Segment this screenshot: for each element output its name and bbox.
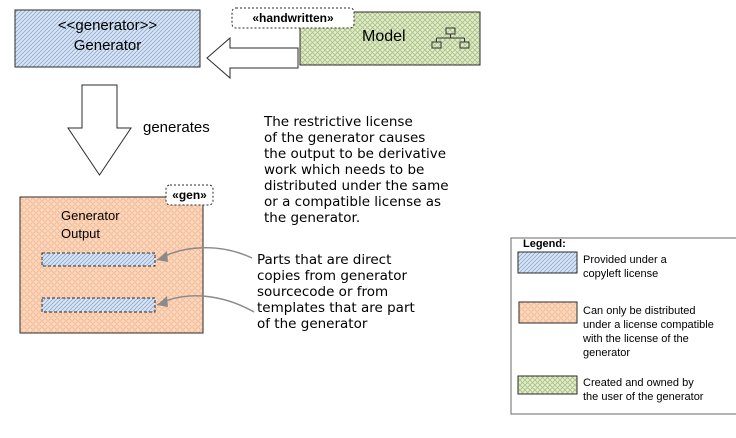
legend-line: copyleft license <box>583 268 659 280</box>
explanation-line: the output to be derivative <box>264 146 447 162</box>
explanation-text: The restrictive license of the generator… <box>264 114 449 226</box>
legend-line: Can only be distributed <box>583 305 696 317</box>
legend-item-user-owned: Created and owned by the user of the gen… <box>583 376 703 404</box>
part-connector-2-head <box>157 296 168 307</box>
gen-tag: «gen» <box>172 188 207 202</box>
parts-note-line: copies from generator <box>257 268 408 284</box>
legend-line: Created and owned by <box>583 377 694 389</box>
copied-part-1 <box>41 252 156 267</box>
legend-swatch-orange <box>518 301 578 324</box>
output-title-line: Output <box>61 226 101 241</box>
handwritten-tag: «handwritten» <box>252 11 334 25</box>
legend-item-copyleft: Provided under a copyleft license <box>583 253 667 281</box>
model-label: Model <box>362 28 406 45</box>
legend-line: with the license of the <box>583 333 689 345</box>
model-to-generator-arrow <box>206 36 299 80</box>
generator-box <box>14 9 201 68</box>
gen-tag-box <box>165 184 214 206</box>
explanation-line: or a compatible license as <box>264 194 442 210</box>
legend-item-compatible: Can only be distributed under a license … <box>583 304 714 360</box>
parts-note-line: of the generator <box>257 316 368 332</box>
legend-line: Provided under a <box>583 254 667 266</box>
explanation-line: the generator. <box>264 210 361 226</box>
output-title-line: Generator <box>61 208 120 223</box>
legend-swatch-green <box>517 375 578 395</box>
explanation-line: work which needs to be <box>264 162 425 178</box>
output-title: Generator Output <box>61 207 120 243</box>
generator-stereotype: <<generator>> <box>57 17 158 34</box>
legend-swatch-blue <box>517 251 578 274</box>
parts-note-line: templates that are part <box>257 300 415 316</box>
handwritten-tag-box <box>231 7 355 29</box>
part-connector-1-head <box>157 251 168 262</box>
legend-line: generator <box>583 347 631 359</box>
parts-note-line: sourcecode or from <box>257 284 389 300</box>
legend-line: under a license compatible <box>583 319 714 331</box>
generates-label: generates <box>143 119 210 136</box>
legend-line: the user of the generator <box>583 391 704 403</box>
parts-note-line: Parts that are direct <box>257 252 392 268</box>
explanation-line: of the generator causes <box>264 130 426 146</box>
diagram-structure-icon <box>431 27 470 49</box>
explanation-line: The restrictive license <box>264 114 413 130</box>
parts-note: Parts that are direct copies from genera… <box>257 252 415 332</box>
legend-title: Legend: <box>523 238 566 250</box>
generator-title: Generator <box>73 37 142 54</box>
explanation-line: distributed under the same <box>264 178 449 194</box>
copied-part-2 <box>41 297 156 313</box>
generates-arrow <box>67 84 132 176</box>
